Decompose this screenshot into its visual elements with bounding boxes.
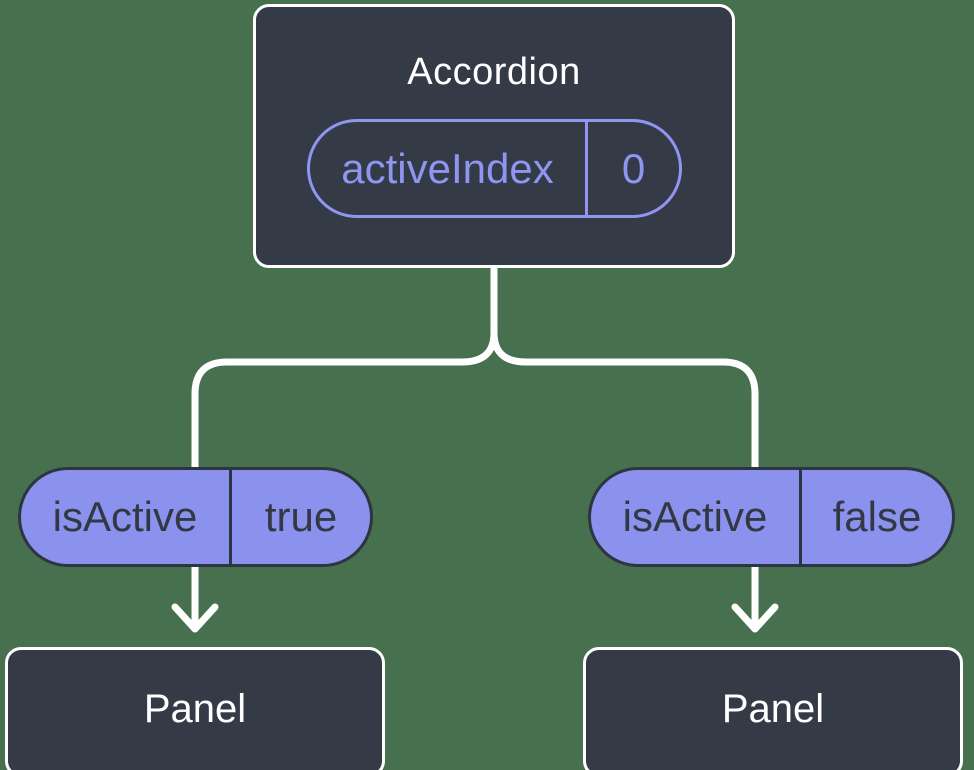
prop-pill-left: isActive true bbox=[18, 467, 373, 567]
state-pill-name: activeIndex bbox=[310, 122, 588, 215]
prop-pill-left-value: true bbox=[264, 493, 338, 540]
panel-node-right: Panel bbox=[583, 647, 963, 770]
panel-node-left-title: Panel bbox=[143, 686, 247, 731]
left-arrowhead-icon bbox=[171, 603, 219, 633]
root-to-right-pill-connector bbox=[490, 264, 759, 474]
panel-node-right-title: Panel bbox=[721, 686, 825, 731]
root-to-left-pill-connector bbox=[191, 264, 498, 474]
state-pill-activeindex: activeIndex 0 bbox=[307, 119, 682, 218]
state-pill-value: 0 bbox=[621, 144, 646, 192]
right-arrowhead-icon bbox=[731, 603, 779, 633]
prop-pill-right-name: isActive bbox=[591, 470, 802, 564]
prop-pill-left-name: isActive bbox=[21, 470, 232, 564]
prop-pill-right-value: false bbox=[832, 493, 922, 540]
accordion-node: Accordion activeIndex 0 bbox=[253, 4, 735, 268]
accordion-node-title: Accordion bbox=[407, 51, 581, 93]
prop-pill-right: isActive false bbox=[588, 467, 955, 567]
panel-node-left: Panel bbox=[5, 647, 385, 770]
